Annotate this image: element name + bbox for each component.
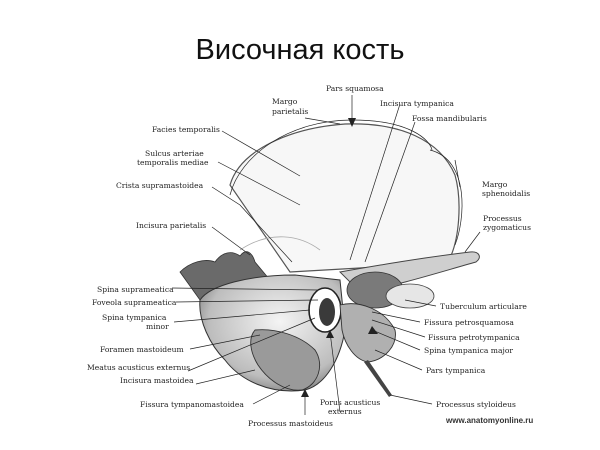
label-processus-mastoideus: Processus mastoideus	[248, 419, 333, 428]
label-processus-zygomaticus-1: Processus	[483, 214, 522, 223]
label-margo-sphenoidalis-2: sphenoidalis	[482, 189, 530, 198]
label-sulcus-1: Sulcus arteriae	[145, 149, 204, 158]
label-processus-styloideus: Processus styloideus	[436, 400, 516, 409]
label-pars-squamosa: Pars squamosa	[326, 84, 384, 93]
label-margo-parietalis-2: parietalis	[272, 107, 308, 116]
label-margo-sphenoidalis-1: Margo	[482, 180, 508, 189]
label-foveola-suprameatica: Foveola suprameatica	[92, 298, 177, 307]
label-incisura-tympanica: Incisura tympanica	[380, 99, 454, 108]
leader-lines	[171, 95, 481, 415]
acoustic-meatus-inner-shape	[319, 298, 335, 326]
label-incisura-parietalis: Incisura parietalis	[136, 221, 206, 230]
styloid-process-shape	[364, 360, 392, 397]
label-tuberculum: Tuberculum articulare	[440, 302, 527, 311]
label-spina-tympanica-minor-1: Spina tympanica	[102, 313, 167, 322]
labels: Pars squamosa Margo parietalis Incisura …	[87, 84, 531, 428]
label-meatus: Meatus acusticus externus	[87, 363, 190, 372]
label-fissura-petrosquamosa: Fissura petrosquamosa	[424, 318, 514, 327]
label-incisura-mastoidea: Incisura mastoidea	[120, 376, 194, 385]
mastoid-process-shape	[250, 329, 320, 391]
label-margo-parietalis-1: Margo	[272, 97, 298, 106]
label-processus-zygomaticus-2: zygomaticus	[483, 223, 531, 232]
label-sulcus-2: temporalis mediae	[137, 158, 209, 167]
tympanic-part-shape	[339, 303, 396, 363]
label-spina-suprameatica: Spina suprameatica	[97, 285, 174, 294]
squamous-part-shape	[229, 123, 460, 273]
label-crista: Crista supramastoidea	[116, 181, 204, 190]
label-foramen-mastoideum: Foramen mastoideum	[100, 345, 184, 354]
label-fissura-tympanomastoidea: Fissura tympanomastoidea	[140, 400, 244, 409]
temporal-line-shape	[239, 236, 321, 251]
label-fissura-petrotympanica: Fissura petrotympanica	[428, 333, 520, 342]
watermark: www.anatomyonline.ru	[446, 416, 534, 425]
slide-title: Височная кость	[195, 34, 405, 66]
label-spina-tympanica-major: Spina tympanica major	[424, 346, 513, 355]
label-pars-tympanica: Pars tympanica	[426, 366, 486, 375]
label-spina-tympanica-minor-2: minor	[146, 322, 169, 331]
label-porus-2: externus	[328, 407, 362, 416]
bone-illustration	[179, 123, 480, 397]
label-porus-1: Porus acusticus	[320, 398, 380, 407]
articular-tubercle-shape	[385, 283, 435, 309]
label-fossa-mandibularis: Fossa mandibularis	[412, 114, 487, 123]
label-facies-temporalis: Facies temporalis	[152, 125, 220, 134]
